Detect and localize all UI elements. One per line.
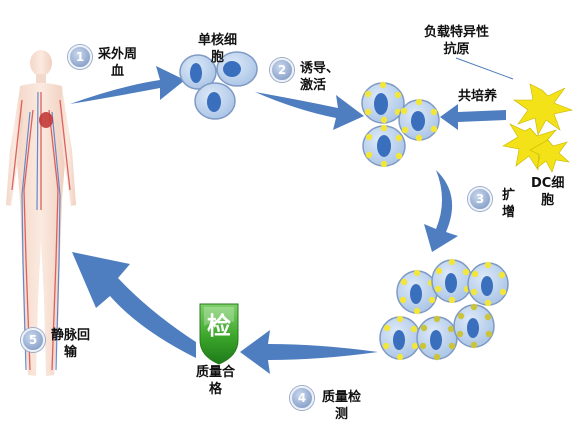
dc-cells bbox=[502, 83, 574, 173]
coculture-label: 共培养 bbox=[458, 89, 498, 104]
activated-cells bbox=[361, 81, 440, 168]
step-2-label: 诱导、 激活 bbox=[300, 61, 340, 93]
shield-character: 检 bbox=[207, 312, 231, 340]
step-4-badge: 4 bbox=[290, 386, 314, 410]
antigen-pointer bbox=[455, 57, 514, 80]
arrow-step1 bbox=[70, 66, 185, 104]
step-3-label: 扩 增 bbox=[502, 188, 516, 220]
arrow-step4 bbox=[240, 330, 378, 374]
arrow-step3 bbox=[424, 170, 458, 252]
step-2-badge: 2 bbox=[270, 58, 294, 82]
human-body-figure bbox=[6, 50, 76, 376]
arrow-step2 bbox=[255, 92, 364, 130]
step-1-label: 采外周 血 bbox=[98, 47, 138, 79]
step-5-badge: 5 bbox=[21, 328, 45, 352]
arrow-coculture bbox=[440, 104, 506, 130]
expanded-cells bbox=[379, 258, 509, 361]
step-3-badge: 3 bbox=[468, 187, 492, 211]
step-4-label: 质量检 测 bbox=[322, 390, 362, 422]
monocyte-label: 单核细 胞 bbox=[198, 33, 238, 65]
step-1-badge: 1 bbox=[68, 45, 92, 69]
quality-shield-icon bbox=[199, 303, 239, 365]
step-5-label: 静脉回 输 bbox=[51, 328, 91, 360]
antigen-label: 负载特异性 抗原 bbox=[424, 25, 490, 57]
qualified-label: 质量合 格 bbox=[196, 365, 236, 397]
dc-cell-label: DC细 胞 bbox=[531, 176, 565, 208]
arrow-step5 bbox=[72, 252, 196, 358]
monocyte-cells bbox=[179, 51, 258, 120]
